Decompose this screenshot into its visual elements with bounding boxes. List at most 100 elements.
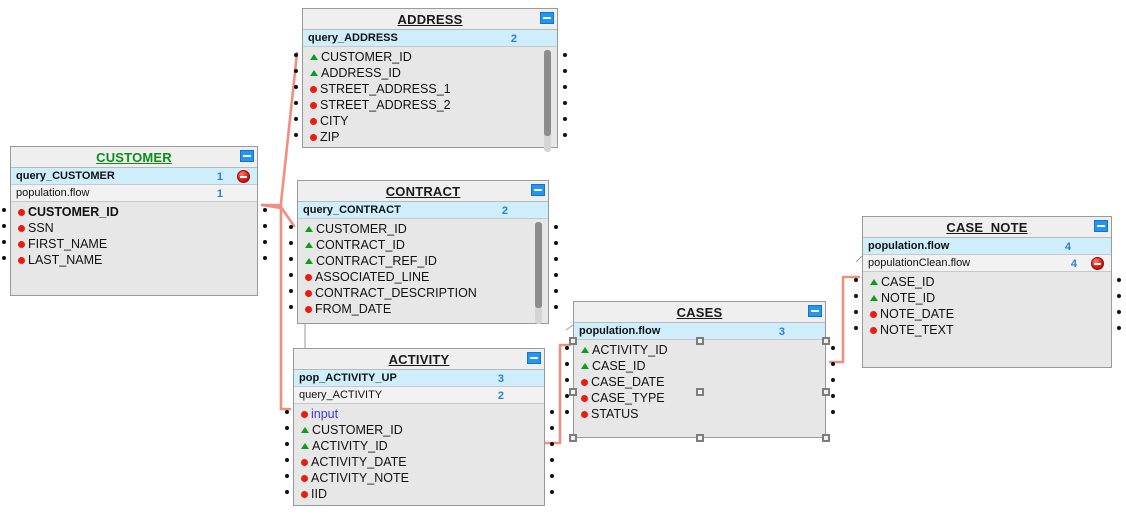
field-row[interactable]: NOTE_DATE: [863, 306, 1111, 322]
output-port[interactable]: [563, 69, 567, 73]
field-row[interactable]: CASE_ID: [863, 274, 1111, 290]
field-row[interactable]: IID: [294, 486, 544, 502]
node-title-bar[interactable]: CASES: [574, 302, 825, 323]
output-port[interactable]: [550, 410, 554, 414]
minimize-icon[interactable]: [540, 12, 554, 24]
output-port[interactable]: [831, 394, 835, 398]
input-port[interactable]: [2, 240, 6, 244]
input-port[interactable]: [285, 458, 289, 462]
field-row[interactable]: CITY: [303, 113, 557, 129]
field-row[interactable]: CUSTOMER_ID: [294, 422, 544, 438]
output-port[interactable]: [550, 474, 554, 478]
output-port[interactable]: [831, 378, 835, 382]
selection-handle[interactable]: [695, 337, 704, 345]
output-port[interactable]: [263, 208, 267, 212]
output-port[interactable]: [550, 426, 554, 430]
field-row[interactable]: CASE_ID: [574, 358, 825, 374]
input-port[interactable]: [294, 85, 298, 89]
node-title-bar[interactable]: CONTRACT: [298, 181, 548, 202]
input-port[interactable]: [294, 53, 298, 57]
field-row[interactable]: ACTIVITY_NOTE: [294, 470, 544, 486]
input-port[interactable]: [565, 346, 569, 350]
input-port[interactable]: [2, 256, 6, 260]
output-port[interactable]: [554, 225, 558, 229]
field-row[interactable]: CUSTOMER_ID: [11, 204, 257, 220]
input-port[interactable]: [565, 362, 569, 366]
input-port[interactable]: [2, 208, 6, 212]
field-row[interactable]: STREET_ADDRESS_1: [303, 81, 557, 97]
input-port[interactable]: [854, 278, 858, 282]
output-port[interactable]: [554, 257, 558, 261]
output-port[interactable]: [1117, 278, 1121, 282]
field-row[interactable]: CONTRACT_DESCRIPTION: [298, 285, 548, 301]
field-row[interactable]: CONTRACT_ID: [298, 237, 548, 253]
node-title-bar[interactable]: CUSTOMER: [11, 147, 257, 168]
blocked-icon[interactable]: [1091, 257, 1104, 270]
minimize-icon[interactable]: [240, 150, 254, 162]
output-port[interactable]: [831, 362, 835, 366]
scrollbar-thumb[interactable]: [535, 222, 542, 308]
output-port[interactable]: [263, 256, 267, 260]
field-row[interactable]: FIRST_NAME: [11, 236, 257, 252]
input-port[interactable]: [854, 294, 858, 298]
field-row[interactable]: ASSOCIATED_LINE: [298, 269, 548, 285]
node-scrollbar[interactable]: [544, 50, 551, 152]
node-title-bar[interactable]: CASE_NOTE: [863, 217, 1111, 238]
output-port[interactable]: [563, 117, 567, 121]
input-port[interactable]: [289, 305, 293, 309]
node-title-bar[interactable]: ACTIVITY: [294, 349, 544, 370]
output-port[interactable]: [831, 410, 835, 414]
output-port[interactable]: [1117, 326, 1121, 330]
output-port[interactable]: [550, 442, 554, 446]
field-row[interactable]: NOTE_ID: [863, 290, 1111, 306]
scrollbar-thumb[interactable]: [544, 50, 551, 136]
output-port[interactable]: [554, 241, 558, 245]
output-port[interactable]: [1117, 294, 1121, 298]
output-port[interactable]: [550, 490, 554, 494]
input-port[interactable]: [854, 326, 858, 330]
field-row[interactable]: ADDRESS_ID: [303, 65, 557, 81]
output-port[interactable]: [554, 273, 558, 277]
input-port[interactable]: [854, 310, 858, 314]
output-port[interactable]: [563, 85, 567, 89]
input-port[interactable]: [565, 410, 569, 414]
field-row[interactable]: STREET_ADDRESS_2: [303, 97, 557, 113]
output-port[interactable]: [554, 289, 558, 293]
output-port[interactable]: [563, 133, 567, 137]
input-port[interactable]: [285, 410, 289, 414]
field-row[interactable]: CUSTOMER_ID: [298, 221, 548, 237]
node-scrollbar[interactable]: [535, 222, 542, 324]
input-port[interactable]: [289, 273, 293, 277]
field-row[interactable]: FROM_DATE: [298, 301, 548, 317]
input-port[interactable]: [289, 257, 293, 261]
node-title-bar[interactable]: ADDRESS: [303, 9, 557, 30]
input-port[interactable]: [289, 289, 293, 293]
selection-handle[interactable]: [569, 337, 577, 345]
output-port[interactable]: [831, 346, 835, 350]
input-port[interactable]: [285, 426, 289, 430]
minimize-icon[interactable]: [527, 352, 541, 364]
input-port[interactable]: [285, 474, 289, 478]
field-row[interactable]: input: [294, 406, 544, 422]
output-port[interactable]: [263, 224, 267, 228]
blocked-icon[interactable]: [237, 170, 250, 183]
minimize-icon[interactable]: [1094, 220, 1108, 232]
input-port[interactable]: [294, 101, 298, 105]
output-port[interactable]: [563, 53, 567, 57]
selection-handle[interactable]: [822, 337, 830, 345]
output-port[interactable]: [563, 101, 567, 105]
input-port[interactable]: [289, 241, 293, 245]
input-port[interactable]: [565, 378, 569, 382]
